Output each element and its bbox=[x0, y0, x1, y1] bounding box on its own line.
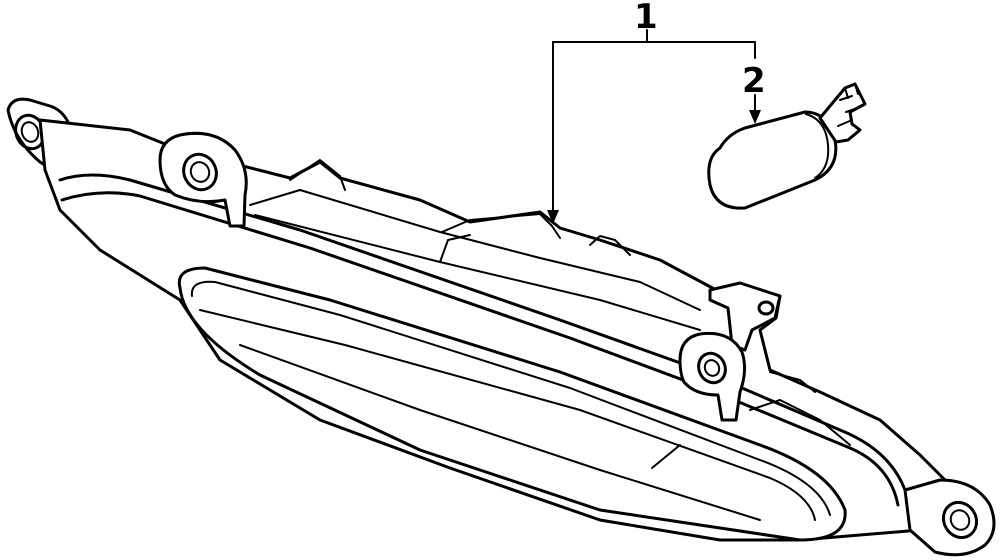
top-left-mounting-boss bbox=[158, 131, 248, 228]
callout-1-label: 1 bbox=[634, 0, 658, 37]
lamp-lens bbox=[177, 266, 847, 542]
callout-2-arrowhead bbox=[749, 110, 761, 124]
right-mounting-ear bbox=[903, 478, 996, 557]
right-upper-bracket bbox=[708, 281, 782, 352]
bulb-part bbox=[707, 82, 867, 210]
lamp-housing bbox=[6, 97, 996, 557]
callout-2-label: 2 bbox=[742, 61, 766, 101]
callout-1-leader bbox=[547, 29, 756, 224]
callout-2-leader bbox=[749, 94, 761, 124]
callout-1-arrowhead-lamp bbox=[547, 210, 559, 224]
